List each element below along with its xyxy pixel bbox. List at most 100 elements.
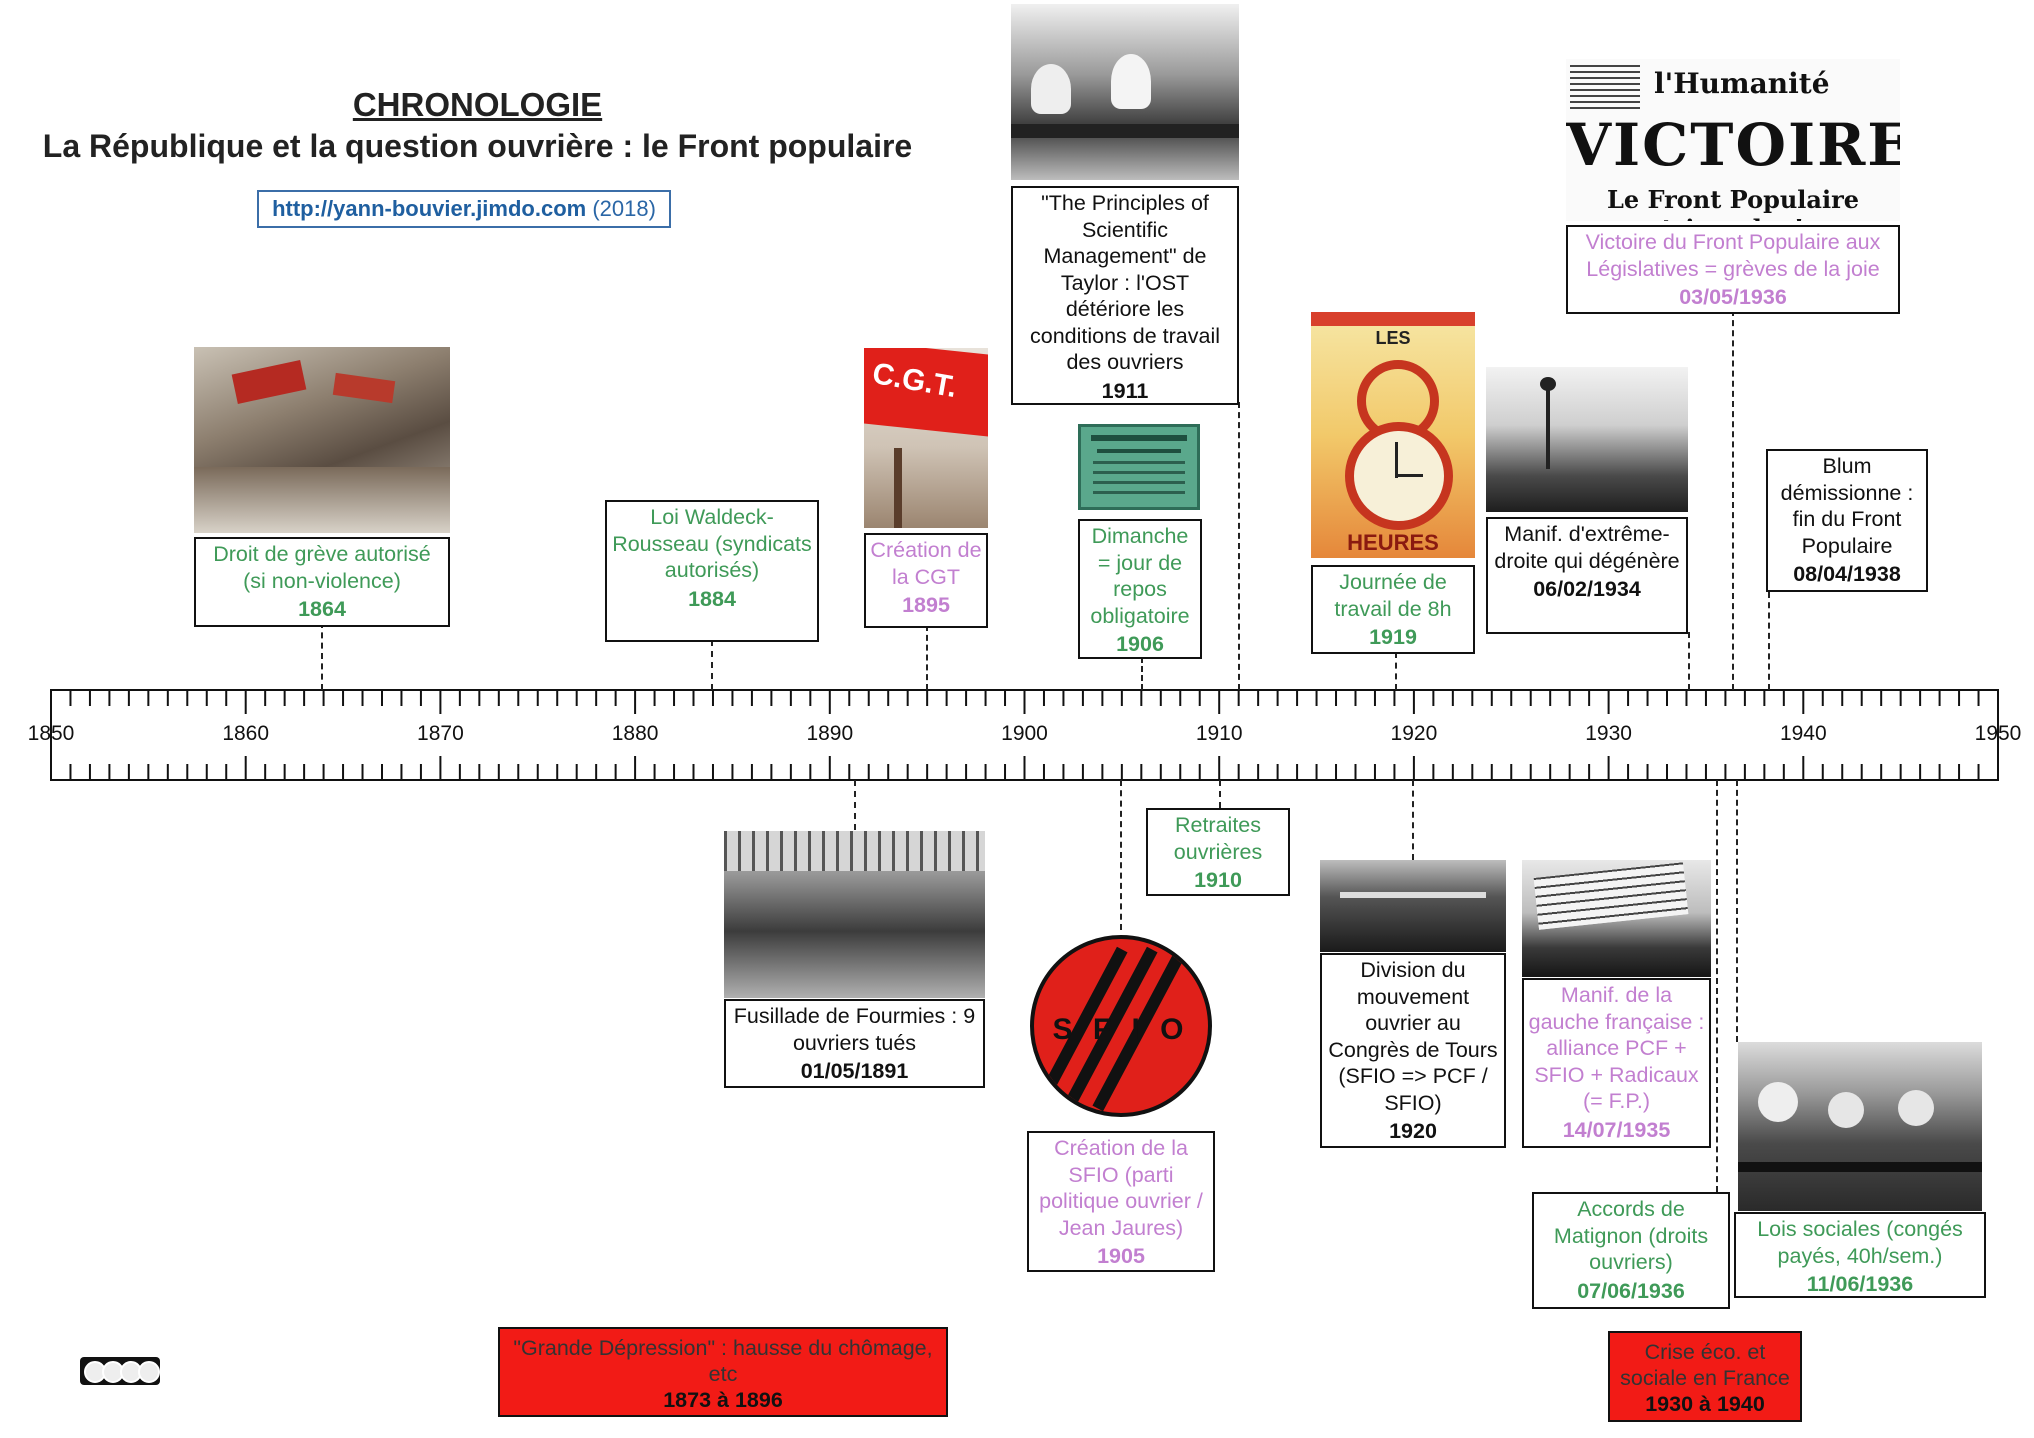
- axis-tick-label: 1950: [1974, 722, 2022, 745]
- event-date: 1905: [1097, 1244, 1145, 1268]
- event-card-1891: Fusillade de Fourmies : 9 ouvriers tués …: [724, 999, 985, 1088]
- leader-1935: [1716, 780, 1718, 1192]
- event-card-1936-matignon: Accords de Matignon (droits ouvriers) 07…: [1532, 1192, 1730, 1309]
- period-date: 1930 à 1940: [1645, 1392, 1765, 1416]
- event-date: 06/02/1934: [1533, 577, 1641, 601]
- event-card-1935: Manif. de la gauche française : alliance…: [1522, 978, 1711, 1148]
- axis-tick-label: 1850: [27, 722, 75, 745]
- period-date: 1873 à 1896: [663, 1388, 783, 1412]
- event-text: Victoire du Front Populaire aux Législat…: [1585, 230, 1881, 281]
- event-card-1864: Droit de grève autorisé (si non-violence…: [194, 537, 450, 627]
- leader-1920: [1412, 780, 1414, 860]
- axis-tick-label: 1860: [222, 722, 270, 745]
- eight-hours-poster-picture: LES HEURES: [1311, 312, 1475, 558]
- event-date: 07/06/1936: [1577, 1278, 1685, 1303]
- period-text: "Grande Dépression" : hausse du chômage,…: [513, 1336, 933, 1386]
- event-text: Dimanche = jour de repos obligatoire: [1090, 524, 1190, 628]
- event-date: 1895: [902, 593, 950, 617]
- event-text: Retraites ouvrières: [1173, 813, 1263, 864]
- period-text: Crise éco. et sociale en France: [1620, 1340, 1790, 1390]
- riot-photo-picture: [1486, 367, 1688, 512]
- period-grande-depression: "Grande Dépression" : hausse du chômage,…: [498, 1327, 948, 1417]
- leader-1936b: [1736, 780, 1738, 1042]
- event-date: 01/05/1891: [800, 1059, 909, 1083]
- event-text: Division du mouvement ouvrier au Congrès…: [1328, 958, 1498, 1115]
- event-card-1934: Manif. d'extrême-droite qui dégénère 06/…: [1486, 517, 1688, 634]
- event-text: Manif. d'extrême-droite qui dégénère: [1494, 522, 1680, 573]
- leader-1910: [1219, 780, 1221, 808]
- event-card-1884: Loi Waldeck-Rousseau (syndicats autorisé…: [605, 500, 819, 642]
- humanite-newspaper-picture: l'Humanité VICTOIRE! Le Front Populaire …: [1566, 59, 1900, 221]
- leader-1938: [1768, 592, 1770, 690]
- page-subtitle: La République et la question ouvrière : …: [42, 128, 913, 164]
- axis-tick-label: 1940: [1779, 722, 1827, 745]
- leader-1895: [926, 625, 928, 690]
- axis-tick-label: 1920: [1390, 722, 1438, 745]
- axis-tick-label: 1870: [417, 722, 464, 745]
- leader-1936: [1732, 310, 1734, 690]
- event-text: Lois sociales (congés payés, 40h/sem.): [1757, 1217, 1963, 1268]
- poster-top-text: LES: [1375, 328, 1411, 348]
- event-card-1906: Dimanche = jour de repos obligatoire 190…: [1078, 519, 1202, 659]
- event-card-1911: "The Principles of Scientific Management…: [1011, 186, 1239, 405]
- axis-tick-label: 1910: [1195, 722, 1243, 745]
- event-card-1920: Division du mouvement ouvrier au Congrès…: [1320, 953, 1506, 1148]
- event-date: 1919: [1369, 625, 1417, 649]
- event-card-1936: Victoire du Front Populaire aux Législat…: [1566, 225, 1900, 314]
- paid-holidays-train-photo-picture: [1738, 1042, 1982, 1211]
- event-date: 1910: [1194, 868, 1242, 892]
- leader-1905: [1120, 780, 1122, 930]
- event-card-1938: Blum démissionne : fin du Front Populair…: [1766, 449, 1928, 592]
- newspaper-sub: Le Front Populaire triomphe !: [1607, 185, 1859, 221]
- source-year: (2018): [592, 196, 656, 221]
- leader-1906: [1141, 657, 1143, 690]
- event-text: Accords de Matignon (droits ouvriers): [1553, 1197, 1709, 1274]
- axis-tick-label: 1880: [611, 722, 659, 745]
- poster-bottom-text: HEURES: [1347, 530, 1439, 555]
- sfio-logo-picture: S F I O: [1030, 935, 1212, 1117]
- left-demonstration-photo-picture: [1522, 860, 1711, 977]
- newspaper-headline: VICTOIRE!: [1566, 111, 1900, 179]
- event-text: "The Principles of Scientific Management…: [1029, 191, 1221, 374]
- sfio-logo-text: S F I O: [1052, 1013, 1190, 1046]
- leader-1911: [1238, 402, 1240, 690]
- source-url[interactable]: http://yann-bouvier.jimdo.com: [272, 196, 587, 221]
- leader-1934: [1688, 632, 1690, 690]
- event-date: 08/04/1938: [1793, 562, 1901, 586]
- event-date: 03/05/1936: [1679, 285, 1787, 309]
- event-date: 1920: [1389, 1119, 1437, 1143]
- leader-1919: [1395, 652, 1397, 690]
- event-text: Manif. de la gauche française : alliance…: [1528, 983, 1705, 1113]
- axis-tick-label: 1900: [1001, 722, 1048, 745]
- sunday-rest-sign-picture: [1078, 424, 1200, 510]
- creative-commons-badge-icon: [80, 1357, 160, 1385]
- cgt-flag-picture: C.G.T.: [864, 348, 988, 528]
- fourmies-engraving-picture: [724, 831, 985, 998]
- newspaper-name: l'Humanité: [1654, 67, 1830, 100]
- event-card-1910: Retraites ouvrières 1910: [1146, 808, 1290, 896]
- event-text: Fusillade de Fourmies : 9 ouvriers tués: [733, 1004, 976, 1055]
- strike-engraving-picture: [194, 347, 450, 533]
- event-date: 1864: [298, 597, 346, 621]
- leader-1891: [854, 780, 856, 830]
- leader-1864: [321, 622, 323, 690]
- page-title: CHRONOLOGIE: [352, 86, 603, 123]
- event-card-1919: Journée de travail de 8h 1919: [1311, 565, 1475, 654]
- axis-tick-label: 1890: [806, 722, 854, 745]
- event-date: 1906: [1116, 632, 1164, 656]
- event-card-1936-lois: Lois sociales (congés payés, 40h/sem.) 1…: [1734, 1212, 1986, 1298]
- event-text: Droit de grève autorisé (si non-violence…: [213, 542, 431, 593]
- event-date: 11/06/1936: [1806, 1272, 1914, 1296]
- event-card-1905: Création de la SFIO (parti politique ouv…: [1027, 1131, 1215, 1272]
- event-date: 14/07/1935: [1562, 1117, 1671, 1142]
- period-crise-1930: Crise éco. et sociale en France 1930 à 1…: [1608, 1331, 1802, 1422]
- event-text: Création de la SFIO (parti politique ouv…: [1039, 1136, 1203, 1240]
- event-text: Création de la CGT: [870, 538, 982, 589]
- event-text: Journée de travail de 8h: [1334, 570, 1452, 621]
- source-link-box[interactable]: http://yann-bouvier.jimdo.com (2018): [257, 190, 671, 228]
- factory-photo-picture: [1011, 4, 1239, 180]
- axis-tick-label: 1930: [1585, 722, 1632, 745]
- event-date: 1884: [688, 586, 736, 611]
- leader-1884: [711, 640, 713, 690]
